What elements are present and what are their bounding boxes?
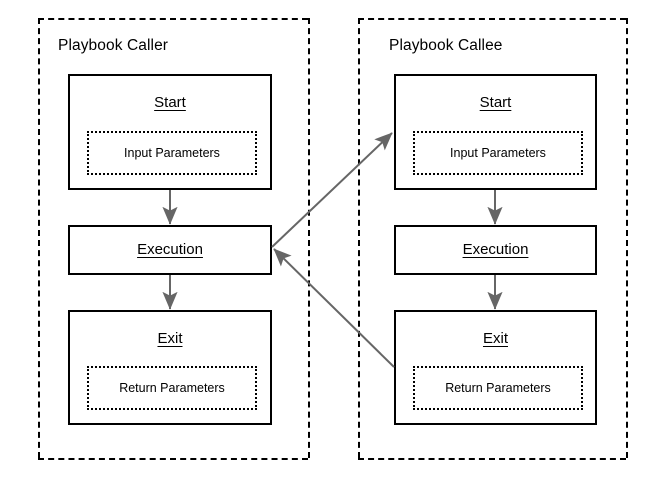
node-callee-exit[interactable]: Exit Return Parameters	[394, 310, 597, 425]
node-caller-exit-title-text: Exit	[157, 330, 183, 347]
node-caller-execution[interactable]: Execution	[68, 225, 272, 275]
lane-caller-border-bottom	[38, 458, 308, 460]
node-callee-exit-title: Exit	[396, 330, 595, 347]
node-callee-execution-title-text: Execution	[462, 241, 529, 258]
node-callee-execution[interactable]: Execution	[394, 225, 597, 275]
lane-caller-border-right	[308, 18, 310, 458]
node-callee-start-title-text: Start	[479, 94, 512, 111]
node-callee-start-title: Start	[396, 94, 595, 111]
node-caller-start-title: Start	[70, 94, 270, 111]
lane-callee-border-top	[358, 18, 626, 20]
param-caller-input-parameters: Input Parameters	[87, 131, 257, 175]
node-caller-exit-title: Exit	[70, 330, 270, 347]
node-caller-execution-title-text: Execution	[137, 241, 203, 258]
node-caller-exit[interactable]: Exit Return Parameters	[68, 310, 272, 425]
node-caller-start-title-text: Start	[154, 94, 186, 111]
lane-callee-border-right	[626, 18, 628, 458]
node-callee-exit-title-text: Exit	[482, 330, 508, 347]
lane-callee-title: Playbook Callee	[389, 37, 503, 54]
lane-callee-border-left	[358, 18, 360, 458]
param-callee-input-parameters: Input Parameters	[413, 131, 583, 175]
param-caller-return-parameters: Return Parameters	[87, 366, 257, 410]
node-caller-execution-title: Execution	[70, 241, 270, 258]
lane-caller-border-top	[38, 18, 308, 20]
lane-caller-border-left	[38, 18, 40, 458]
param-callee-return-parameters: Return Parameters	[413, 366, 583, 410]
node-callee-start[interactable]: Start Input Parameters	[394, 74, 597, 190]
lane-caller-title: Playbook Caller	[58, 37, 169, 54]
node-caller-start[interactable]: Start Input Parameters	[68, 74, 272, 190]
lane-callee-border-bottom	[358, 458, 626, 460]
node-callee-execution-title: Execution	[396, 241, 595, 258]
